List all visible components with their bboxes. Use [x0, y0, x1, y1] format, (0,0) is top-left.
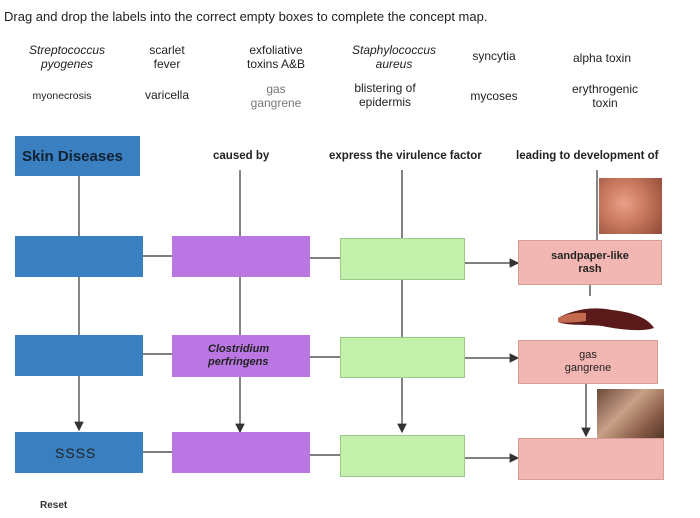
header-leading-to: leading to development of: [516, 150, 659, 162]
drop-box-virulence-2[interactable]: [340, 337, 465, 378]
skin-rash-photo: [599, 178, 662, 234]
box-ssss: SSSS: [15, 432, 143, 473]
header-virulence-factor: express the virulence factor: [329, 150, 482, 162]
drop-box-virulence-1[interactable]: [340, 238, 465, 280]
drop-box-disease-2[interactable]: [15, 335, 143, 376]
label-myonecrosis[interactable]: myonecrosis: [32, 90, 92, 102]
instruction-text: Drag and drop the labels into the correc…: [4, 9, 488, 24]
skin-diseases-box: Skin Diseases: [15, 136, 140, 176]
drop-box-cause-3[interactable]: [172, 432, 310, 473]
label-mycoses[interactable]: mycoses: [470, 89, 518, 103]
drop-box-cause-1[interactable]: [172, 236, 310, 277]
reset-button[interactable]: Reset: [40, 500, 68, 511]
gangrene-foot-photo: [552, 296, 658, 338]
header-caused-by: caused by: [213, 150, 270, 162]
drop-box-disease-1[interactable]: [15, 236, 143, 277]
label-alpha-toxin[interactable]: alpha toxin: [572, 51, 632, 65]
ssss-photo: [597, 389, 664, 444]
drop-box-virulence-3[interactable]: [340, 435, 465, 477]
label-syncytia[interactable]: syncytia: [472, 49, 516, 63]
label-varicella[interactable]: varicella: [144, 88, 190, 102]
drop-box-outcome-3[interactable]: [518, 438, 664, 480]
